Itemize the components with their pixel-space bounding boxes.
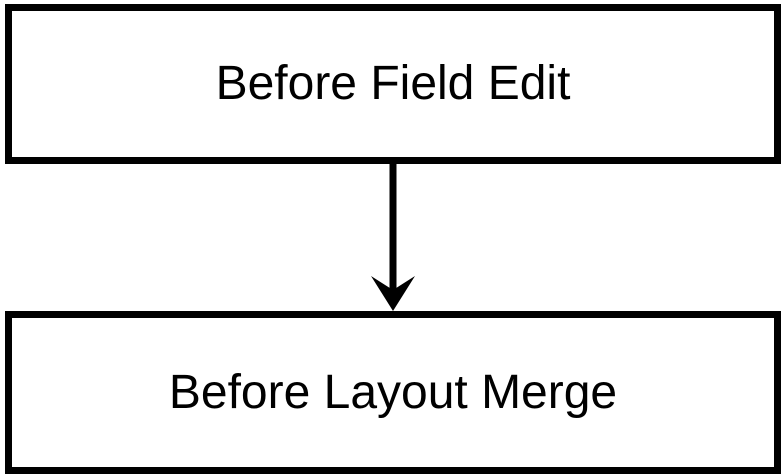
down-arrow-connector	[371, 164, 415, 311]
node-before-field-edit: Before Field Edit	[5, 4, 781, 164]
arrow-head	[371, 276, 415, 311]
node-before-layout-merge-label: Before Layout Merge	[168, 365, 618, 419]
node-before-field-edit-label: Before Field Edit	[215, 57, 571, 111]
node-before-layout-merge: Before Layout Merge	[5, 311, 781, 474]
